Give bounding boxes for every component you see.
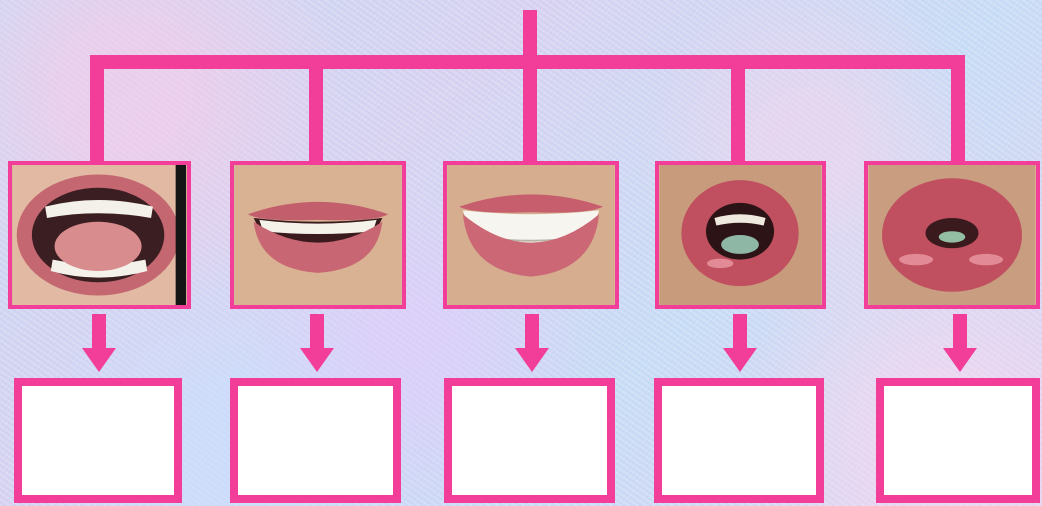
arrow-shaft-4: [733, 314, 747, 350]
branch-line-1: [90, 55, 104, 163]
answer-box-2[interactable]: [230, 378, 401, 503]
mouth-photo-4: [655, 161, 826, 309]
arrow-head-1: [82, 348, 116, 372]
arrow-shaft-2: [310, 314, 324, 350]
mouth-photo-1: [8, 161, 191, 309]
teeth-grin-mouth-icon: [447, 165, 615, 305]
answer-box-5[interactable]: [876, 378, 1040, 503]
arrow-shaft-5: [953, 314, 967, 350]
answer-box-4[interactable]: [654, 378, 824, 503]
branch-line-2: [309, 55, 323, 163]
smile-mouth-icon: [234, 165, 402, 305]
arrow-head-2: [300, 348, 334, 372]
arrow-head-5: [943, 348, 977, 372]
branch-line-3: [523, 55, 537, 163]
pursed-u-mouth-icon: [868, 165, 1036, 305]
wide-open-mouth-icon: [12, 165, 187, 305]
mouth-photo-5: [864, 161, 1040, 309]
round-o-mouth-icon: [659, 165, 822, 305]
mouth-photo-3: [443, 161, 619, 309]
answer-box-3[interactable]: [444, 378, 615, 503]
arrow-head-3: [515, 348, 549, 372]
mouth-photo-2: [230, 161, 406, 309]
branch-line-4: [731, 55, 745, 163]
answer-box-1[interactable]: [14, 378, 182, 503]
branch-line-5: [951, 55, 965, 163]
arrow-shaft-1: [92, 314, 106, 350]
arrow-head-4: [723, 348, 757, 372]
arrow-shaft-3: [525, 314, 539, 350]
